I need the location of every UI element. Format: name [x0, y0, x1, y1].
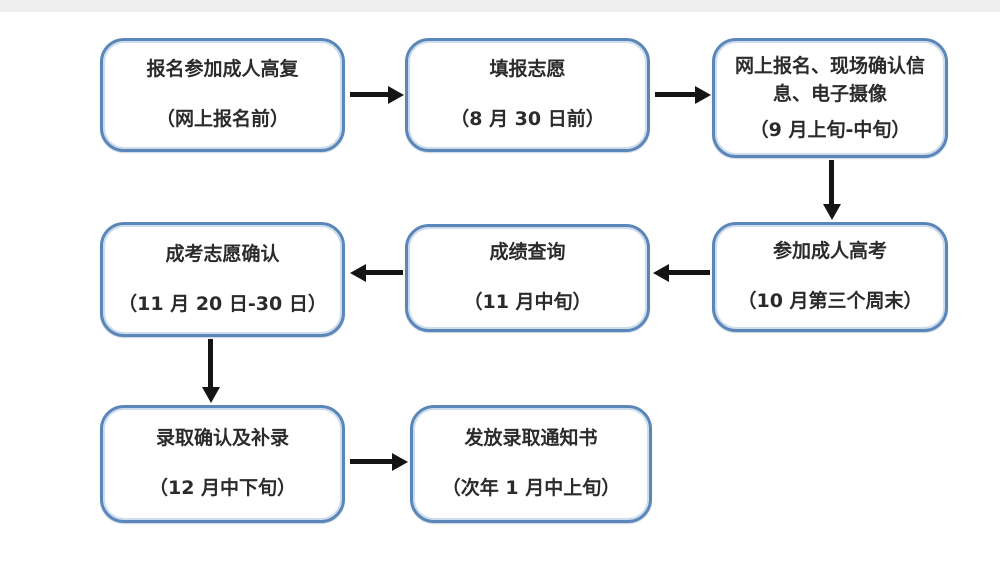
step-subtitle: （10 月第三个周末）	[737, 290, 923, 312]
step-title: 参加成人高考	[772, 240, 887, 263]
step-subtitle: （8 月 30 日前）	[450, 108, 605, 130]
arrow-step2-to-step3-icon	[655, 85, 711, 104]
step-subtitle: （12 月中下旬）	[148, 477, 297, 499]
flow-step-4-take-exam: 参加成人高考 （10 月第三个周末）	[712, 222, 948, 332]
flow-step-5-score-query: 成绩查询 （11 月中旬）	[405, 224, 650, 332]
step-subtitle: （次年 1 月中上旬）	[441, 477, 621, 499]
arrow-step3-to-step4-icon	[822, 160, 841, 220]
arrow-step6-to-step7-icon	[201, 339, 220, 403]
step-subtitle: （11 月中旬）	[463, 291, 592, 313]
arrow-step1-to-step2-icon	[350, 85, 404, 104]
step-title: 成绩查询	[489, 241, 566, 264]
arrowhead-left-icon	[350, 263, 366, 282]
step-subtitle: （网上报名前）	[155, 108, 289, 130]
step-title: 报名参加成人高复	[146, 58, 299, 81]
step-title: 发放录取通知书	[464, 427, 598, 450]
step-title: 录取确认及补录	[155, 427, 289, 450]
flow-step-7-admission-confirm: 录取确认及补录 （12 月中下旬）	[100, 405, 345, 523]
arrowhead-right-icon	[695, 85, 711, 104]
step-subtitle: （11 月 20 日-30 日）	[118, 292, 327, 315]
flow-step-2-fill-preferences: 填报志愿 （8 月 30 日前）	[405, 38, 650, 152]
flow-step-8-admission-notice: 发放录取通知书 （次年 1 月中上旬）	[410, 405, 652, 523]
arrowhead-down-icon	[822, 204, 841, 220]
flow-step-6-preference-confirm: 成考志愿确认 （11 月 20 日-30 日）	[100, 222, 345, 337]
arrowhead-right-icon	[392, 452, 408, 471]
arrowhead-down-icon	[201, 387, 220, 403]
step-title: 填报志愿	[489, 58, 566, 81]
top-gray-band	[0, 0, 1000, 12]
step-title: 网上报名、现场确认信息、电子摄像	[734, 54, 925, 106]
step-subtitle: （9 月上旬-中旬）	[749, 118, 911, 141]
arrowhead-left-icon	[653, 263, 669, 282]
flow-step-1-signup-prep: 报名参加成人高复 （网上报名前）	[100, 38, 345, 152]
step-title: 成考志愿确认	[165, 242, 280, 265]
flow-step-3-online-registration: 网上报名、现场确认信息、电子摄像 （9 月上旬-中旬）	[712, 38, 948, 158]
arrow-step5-to-step6-icon	[350, 263, 403, 282]
arrowhead-right-icon	[388, 85, 404, 104]
arrow-step7-to-step8-icon	[350, 452, 408, 471]
arrow-step4-to-step5-icon	[653, 263, 710, 282]
